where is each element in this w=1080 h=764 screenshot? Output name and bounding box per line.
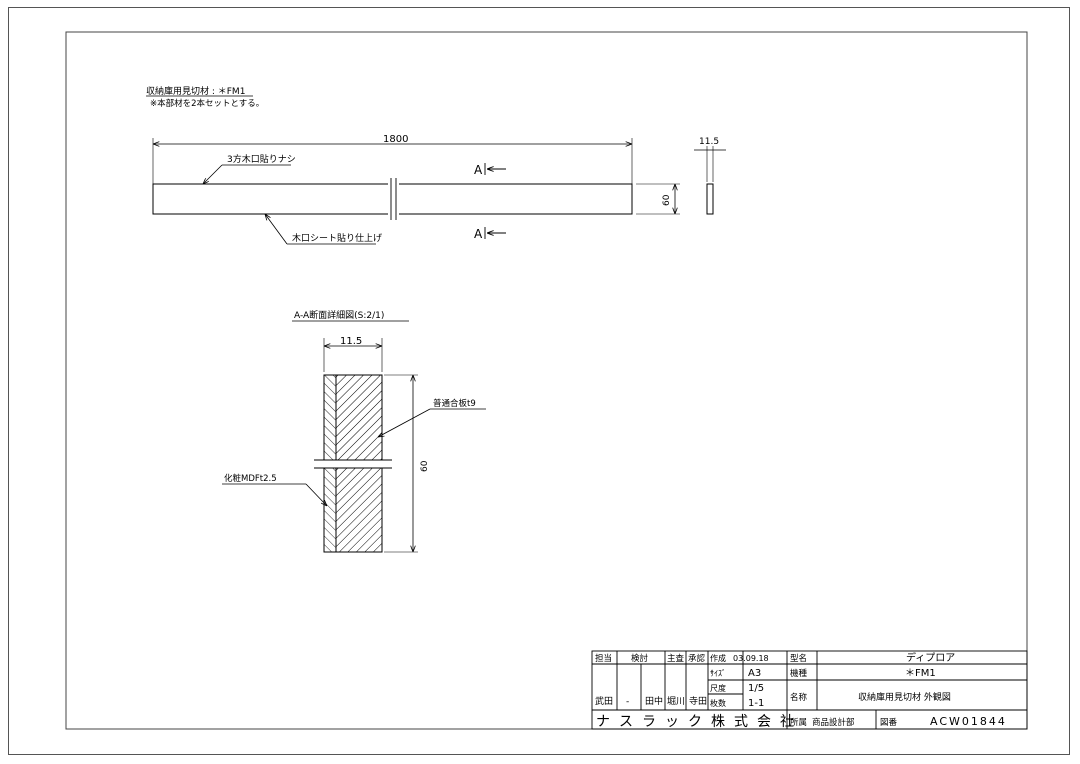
sheets-label: 枚数 [710, 698, 726, 708]
section-detail: A-A断面詳細図(S:2/1) 11.5 60 普通合板t9 化粧MDFt2.5 [222, 309, 486, 553]
drawing-title: 収納庫用見切材 : ＊FM1 [146, 85, 245, 97]
name-5: 寺田 [689, 696, 707, 707]
drawing-no-value: ACW01844 [930, 715, 1007, 728]
title-block-text: 担当 検討 主査 承認 武田 - 田中 堀川 寺田 作成 03.09.18 ｻｲ… [595, 651, 1007, 730]
name-label: 名称 [790, 692, 808, 703]
drawing-note: ※本部材を2本セットとする。 [150, 98, 264, 109]
size-value: A3 [748, 668, 761, 679]
role-charge: 担当 [595, 653, 612, 664]
size-label: ｻｲｽﾞ [710, 669, 726, 678]
name-2: - [626, 697, 629, 707]
height-dimension: 60 [662, 194, 672, 206]
model-value: ディプロア [906, 651, 955, 664]
section-mark-top: A [474, 163, 483, 177]
outer-border [8, 7, 1070, 755]
company-name: ナスラック株式会社 [596, 714, 803, 730]
scale-label: 尺度 [710, 683, 726, 693]
name-1: 武田 [595, 695, 613, 707]
label-edge-sheet-finish: 木口シート貼り仕上げ [292, 232, 382, 244]
name-4: 堀川 [667, 696, 685, 707]
scale-value: 1/5 [748, 683, 764, 694]
model-label: 型名 [790, 653, 807, 664]
section-width-dimension: 11.5 [340, 336, 362, 347]
dept-label: 所属 [790, 717, 807, 728]
thickness-dimension: 11.5 [699, 137, 719, 147]
title-block [591, 650, 1028, 730]
role-chief: 主査 [667, 653, 685, 664]
elevation-view: 1800 3方木口貼りナシ 木口シート貼り仕上げ A A 60 11.5 [152, 134, 726, 245]
drawing-no-label: 図番 [880, 717, 898, 728]
section-mark-bottom: A [474, 227, 483, 241]
label-mdf: 化粧MDFt2.5 [224, 473, 277, 484]
length-dimension: 1800 [383, 134, 408, 145]
label-no-edge-banding: 3方木口貼りナシ [227, 153, 296, 165]
type-value: ＊FM1 [905, 668, 936, 679]
name-value: 収納庫用見切材 外観図 [858, 691, 951, 703]
created-value: 03.09.18 [733, 654, 769, 663]
dept-value: 商品設計部 [812, 717, 855, 728]
name-3: 田中 [645, 695, 663, 707]
role-review: 検討 [631, 653, 649, 664]
role-approve: 承認 [688, 653, 706, 664]
section-title: A-A断面詳細図(S:2/1) [294, 309, 384, 321]
sheets-value: 1-1 [748, 698, 764, 709]
created-label: 作成 [710, 653, 726, 663]
type-label: 機種 [790, 668, 808, 679]
label-plywood: 普通合板t9 [433, 398, 476, 409]
section-height-dimension: 60 [420, 460, 430, 472]
inner-frame [65, 31, 1028, 730]
end-view [706, 183, 714, 215]
